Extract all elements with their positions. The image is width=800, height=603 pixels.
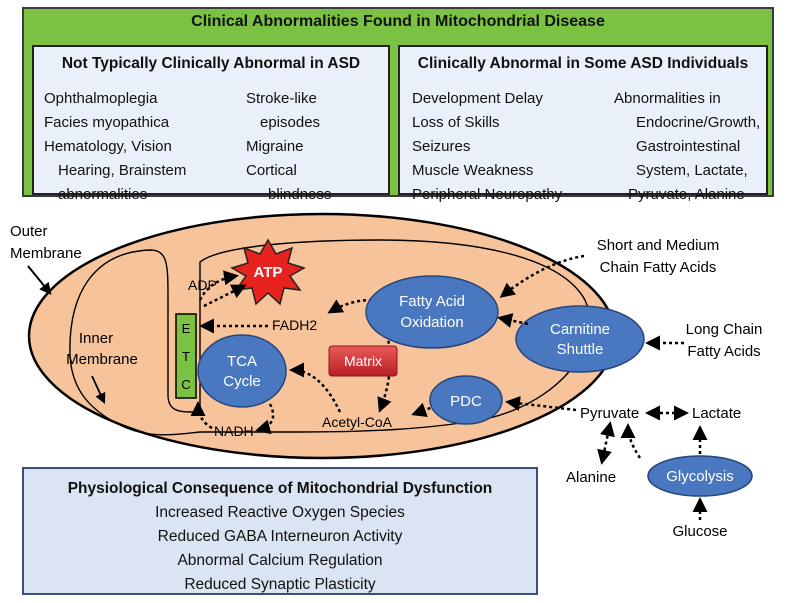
fadh2-label: FADH2 — [272, 317, 317, 333]
abnormal-col1: Development Delay Loss of Skills Seizure… — [412, 87, 562, 207]
abnormal-col2: Abnormalities in Endocrine/Growth, Gastr… — [614, 87, 760, 207]
list-item: Gastrointestinal — [636, 138, 741, 155]
outer-membrane-label: Outer — [10, 223, 48, 240]
glycolysis-node — [647, 455, 753, 497]
not-abnormal-heading: Not Typically Clinically Abnormal in ASD — [61, 55, 361, 72]
not-abnormal-col2: Stroke-like episodes Migraine Cortical b… — [246, 87, 331, 207]
carnitine-to-fao-arrow — [497, 313, 529, 328]
not-abnormal-box: Not Typically Clinically Abnormal in ASD… — [32, 45, 390, 203]
panel-title: Clinical Abnormalities Found in Mitochon… — [191, 13, 605, 30]
inner-membrane-label-2: Membrane — [66, 351, 138, 368]
pdc-label: PDC — [450, 393, 482, 410]
inner-membrane-label: Inner — [79, 330, 113, 347]
list-item: Reduced Synaptic Plasticity — [184, 576, 376, 593]
list-item: Cortical — [246, 162, 297, 179]
list-item: Peripheral Neuropathy — [412, 186, 563, 203]
list-item: Muscle Weakness — [412, 162, 534, 179]
list-item: Facies myopathica — [44, 114, 170, 131]
list-item: Development Delay — [412, 90, 543, 107]
clinical-abnormalities-panel: Clinical Abnormalities Found in Mitochon… — [22, 7, 774, 203]
pyruvate-label: Pyruvate — [580, 405, 639, 422]
fao-label-2: Oxidation — [400, 314, 463, 331]
consequences-title: Physiological Consequence of Mitochondri… — [67, 480, 493, 497]
long-chain-label-2: Fatty Acids — [687, 343, 760, 360]
etc-letter: T — [182, 349, 190, 364]
list-item: Reduced GABA Interneuron Activity — [157, 528, 403, 545]
list-item: Increased Reactive Oxygen Species — [155, 504, 405, 521]
short-medium-label-2: Chain Fatty Acids — [600, 259, 717, 276]
pdc-to-acetylcoa-arrow — [411, 402, 437, 417]
list-item: abnormalities — [58, 186, 148, 203]
list-item: Ophthalmoplegia — [44, 90, 158, 107]
consequences-panel: Physiological Consequence of Mitochondri… — [22, 467, 538, 595]
lactate-label: Lactate — [692, 405, 741, 422]
short-medium-to-fao-arrow — [499, 254, 585, 298]
inner-membrane-shape — [69, 239, 591, 436]
abnormal-heading: Clinically Abnormal in Some ASD Individu… — [417, 55, 749, 72]
nadh-label: NADH — [214, 423, 254, 439]
outer-membrane-pointer — [27, 265, 52, 295]
list-item: Abnormalities in — [614, 90, 721, 107]
list-item: Pyruvate, Alanine — [628, 186, 745, 203]
etc-letter: C — [181, 377, 190, 392]
nadh-to-etc-arrow — [190, 401, 213, 430]
carnitine-label: Carnitine — [550, 321, 610, 338]
alanine-label: Alanine — [566, 469, 616, 486]
tca-label: TCA — [227, 353, 257, 370]
tca-label-2: Cycle — [223, 373, 261, 390]
inner-membrane-pointer — [91, 375, 106, 404]
pdc-node — [429, 375, 503, 425]
not-abnormal-col1: Ophthalmoplegia Facies myopathica Hemato… — [44, 87, 186, 207]
acetylcoa-to-tca-arrow — [289, 362, 342, 413]
list-item: blindness — [268, 186, 332, 203]
matrix-box — [328, 345, 398, 377]
list-item: episodes — [260, 114, 321, 131]
fatty-acid-oxidation-node — [365, 275, 499, 349]
tca-cycle-node — [197, 334, 287, 408]
list-item: Hearing, Brainstem — [58, 162, 187, 179]
glucose-label: Glucose — [672, 523, 727, 540]
etc-box — [175, 313, 197, 399]
long-chain-label: Long Chain — [686, 321, 763, 338]
list-item: Abnormal Calcium Regulation — [177, 552, 383, 569]
acetyl-coa-label: Acetyl-CoA — [322, 414, 393, 430]
list-item: Migraine — [246, 138, 304, 155]
short-medium-label: Short and Medium — [597, 237, 720, 254]
list-item: Endocrine/Growth, — [636, 114, 761, 131]
pyruvate-alanine-arrow — [597, 421, 615, 465]
carnitine-shuttle-node — [515, 305, 645, 373]
carnitine-label-2: Shuttle — [557, 341, 604, 358]
atp-label: ATP — [254, 264, 283, 281]
fao-label: Fatty Acid — [399, 293, 465, 310]
list-item: Loss of Skills — [412, 114, 500, 131]
list-item: Stroke-like — [246, 90, 317, 107]
list-item: Hematology, Vision — [44, 138, 172, 155]
etc-letter: E — [182, 321, 191, 336]
glycolysis-label: Glycolysis — [666, 468, 734, 485]
list-item: Seizures — [412, 138, 471, 155]
matrix-label: Matrix — [344, 353, 382, 369]
abnormal-box: Clinically Abnormal in Some ASD Individu… — [398, 45, 768, 203]
list-item: System, Lactate, — [636, 162, 748, 179]
tca-to-nadh-arrow — [255, 403, 275, 435]
outer-membrane-label-2: Membrane — [10, 245, 82, 262]
glycolysis-to-pyruvate-arrow — [620, 423, 642, 459]
atp-burst — [230, 238, 306, 306]
